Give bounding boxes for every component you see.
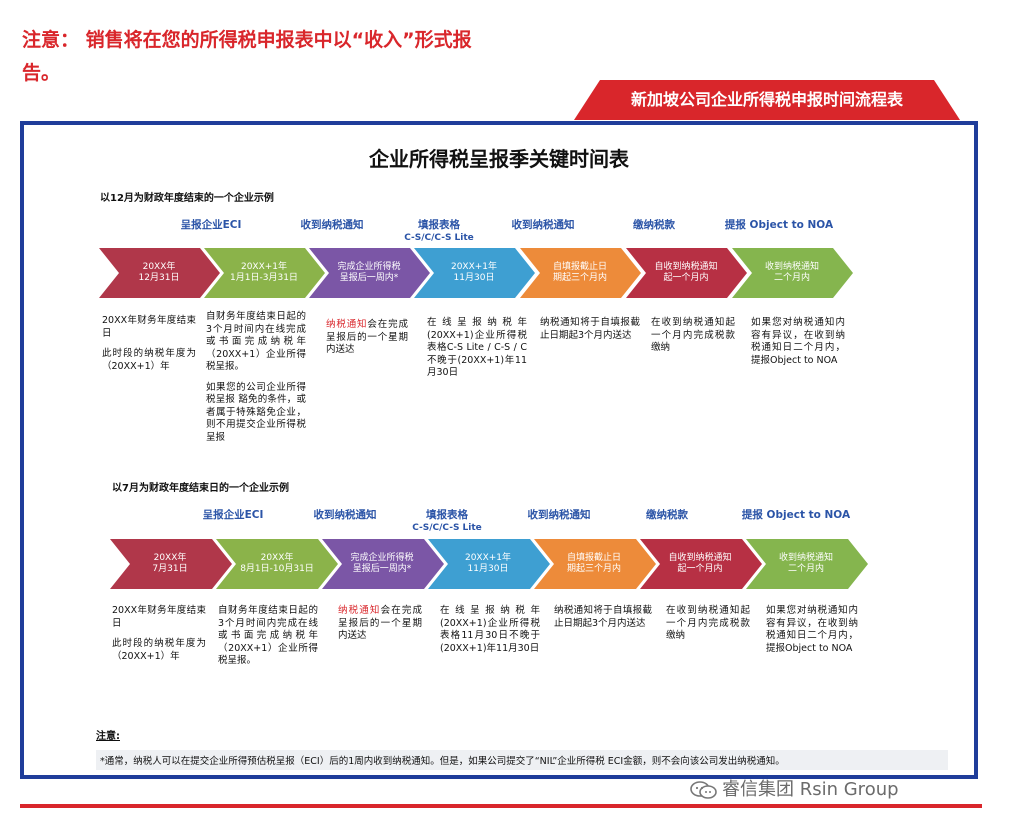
stage-description: 在收到纳税通知起一个月内完成税款缴纳 xyxy=(651,317,735,353)
watermark-text: 睿信集团 Rsin Group xyxy=(722,779,899,800)
footnote-body: *通常，纳税人可以在提交企业所得预估税呈报（ECI）后的1周内收到纳税通知。但是… xyxy=(96,750,948,770)
stage-label: 提报 Object to NOA xyxy=(741,509,851,521)
main-title: 企业所得税呈报季关键时间表 xyxy=(369,147,629,171)
chevron-step-1 xyxy=(99,248,220,298)
chevron-step-5 xyxy=(534,539,656,589)
chevron-step-1 xyxy=(110,539,232,589)
stage-description: 如果您对纳税通知内容有异议，在收到纳税通知日二个月内，提报Object to N… xyxy=(751,317,845,366)
chevron-text: 收到纳税通知二个月内 xyxy=(764,262,819,283)
stage-label: 缴纳税款 xyxy=(646,509,688,521)
stage-description: 纳税通知会在完成呈报后的一个星期内送达 xyxy=(338,605,422,641)
stage-description: 20XX年财务年度结束日此时段的纳税年度为（20XX+1）年 xyxy=(102,315,196,372)
chevron-step-4 xyxy=(414,248,535,298)
chevron-step-2 xyxy=(216,539,338,589)
chevron-text: 完成企业所得税呈报后一周内* xyxy=(350,553,414,574)
chevron-step-5 xyxy=(520,248,641,298)
stage-description: 在收到纳税通知起一个月内完成税款缴纳 xyxy=(666,605,750,641)
chevron-text: 收到纳税通知二个月内 xyxy=(778,553,833,574)
example-title: 以7月为财政年度结束日的一个企业示例 xyxy=(112,483,289,494)
top-note: 注意： 销售将在您的所得税申报表中以“收入”形式报告。 xyxy=(22,29,472,84)
stage-sublabel: C-S/C/C-S Lite xyxy=(404,233,474,243)
title-banner: 新加坡公司企业所得税申报时间流程表 xyxy=(574,80,960,120)
footnote: 注意: *通常，纳税人可以在提交企业所得预估税呈报（ECI）后的1周内收到纳税通… xyxy=(96,727,948,770)
chevron-text: 完成企业所得税呈报后一周内* xyxy=(337,262,401,283)
chevron-text: 自收到纳税通知起一个月内 xyxy=(654,262,718,283)
bottom-divider xyxy=(20,804,982,808)
banner-shape xyxy=(574,80,960,120)
stage-description: 在线呈报纳税年(20XX+1)企业所得税表格C-S Lite / C-S / C… xyxy=(427,317,527,378)
wechat-icon xyxy=(690,780,718,800)
chevron-step-2 xyxy=(204,248,325,298)
stage-description: 自财务年度结束日起的3个月时间内在线完成或书面完成纳税年（20XX+1）企业所得… xyxy=(206,311,306,443)
banner-title: 新加坡公司企业所得税申报时间流程表 xyxy=(630,90,903,109)
chevron-arrows xyxy=(99,248,853,298)
stage-description: 自财务年度结束日起的3个月时间内完成在线或书面完成纳税年（20XX+1）企业所得… xyxy=(218,605,318,666)
stage-label: 呈报企业ECI xyxy=(180,219,242,231)
stage-description: 纳税通知将于自填报截止日期起3个月内送达 xyxy=(554,605,652,629)
stage-description: 在线呈报纳税年(20XX+1)企业所得税表格11月30日不晚于(20XX+1)年… xyxy=(440,605,540,654)
stage-label: 收到纳税通知 xyxy=(313,509,377,521)
chevron-step-7 xyxy=(732,248,853,298)
chevron-text: 自填报截止日期起三个月内 xyxy=(552,262,607,283)
stage-sublabel: C-S/C/C-S Lite xyxy=(412,523,482,533)
stage-label: 收到纳税通知 xyxy=(300,219,364,231)
chevron-step-6 xyxy=(640,539,762,589)
stage-label: 提报 Object to NOA xyxy=(724,219,834,231)
stage-label: 收到纳税通知 xyxy=(527,509,591,521)
stage-description: 如果您对纳税通知内容有异议，在收到纳税通知日二个月内，提报Object to N… xyxy=(766,605,858,654)
chevron-text: 自收到纳税通知起一个月内 xyxy=(668,553,732,574)
chevron-step-4 xyxy=(428,539,550,589)
stage-description: 纳税通知将于自填报截止日期起3个月内送达 xyxy=(540,317,640,341)
stage-label: 缴纳税款 xyxy=(633,219,675,231)
footnote-title: 注意: xyxy=(96,731,120,742)
stage-description: 纳税通知会在完成呈报后的一个星期内送达 xyxy=(326,319,408,355)
chevron-text: 自填报截止日期起三个月内 xyxy=(566,553,621,574)
chevron-step-6 xyxy=(626,248,747,298)
chevron-step-3 xyxy=(322,539,444,589)
timeline-frame: 企业所得税呈报季关键时间表 以12月为财政年度结束的一个企业示例 呈报企业ECI… xyxy=(20,121,978,779)
chevron-step-7 xyxy=(746,539,868,589)
stage-description: 20XX年财务年度结束日此时段的纳税年度为（20XX+1）年 xyxy=(112,605,206,662)
chevron-arrows xyxy=(110,539,868,589)
stage-label: 收到纳税通知 xyxy=(511,219,575,231)
stage-label: 呈报企业ECI xyxy=(202,509,264,521)
watermark: 睿信集团 Rsin Group xyxy=(690,775,899,801)
example-title: 以12月为财政年度结束的一个企业示例 xyxy=(100,193,274,204)
chevron-step-3 xyxy=(309,248,430,298)
